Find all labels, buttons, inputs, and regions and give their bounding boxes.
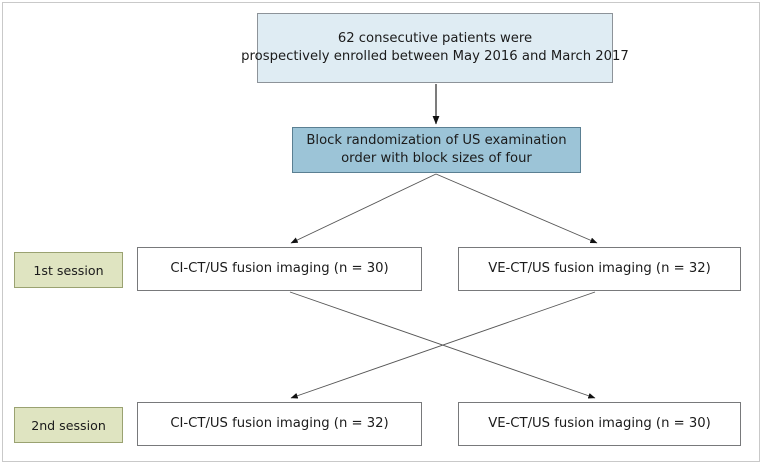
randomization-box: Block randomization of US examination or… xyxy=(292,127,581,173)
session-tag-1: 1st session xyxy=(14,252,123,288)
randomization-line-2: order with block sizes of four xyxy=(341,151,532,166)
enrollment-box: 62 consecutive patients were prospective… xyxy=(241,13,629,83)
figure-frame xyxy=(2,2,760,462)
arm-label-session1-right: VE-CT/US fusion imaging (n = 32) xyxy=(488,261,711,277)
enrollment-line-2: prospectively enrolled between May 2016 … xyxy=(241,49,629,64)
arm-box-session2-right: VE-CT/US fusion imaging (n = 30) xyxy=(458,402,741,446)
arm-box-session1-left: CI-CT/US fusion imaging (n = 30) xyxy=(137,247,422,291)
arm-box-session2-left: CI-CT/US fusion imaging (n = 32) xyxy=(137,402,422,446)
arm-box-session1-right: VE-CT/US fusion imaging (n = 32) xyxy=(458,247,741,291)
enrollment-line-1: 62 consecutive patients were xyxy=(337,31,533,47)
session-tag-2-label: 2nd session xyxy=(31,417,106,433)
session-tag-2: 2nd session xyxy=(14,407,123,443)
arm-label-session2-right: VE-CT/US fusion imaging (n = 30) xyxy=(488,416,711,432)
arm-label-session1-left: CI-CT/US fusion imaging (n = 30) xyxy=(170,261,389,277)
randomization-line-1: Block randomization of US examination xyxy=(306,133,567,149)
session-tag-1-label: 1st session xyxy=(33,262,104,278)
arm-label-session2-left: CI-CT/US fusion imaging (n = 32) xyxy=(170,416,389,432)
